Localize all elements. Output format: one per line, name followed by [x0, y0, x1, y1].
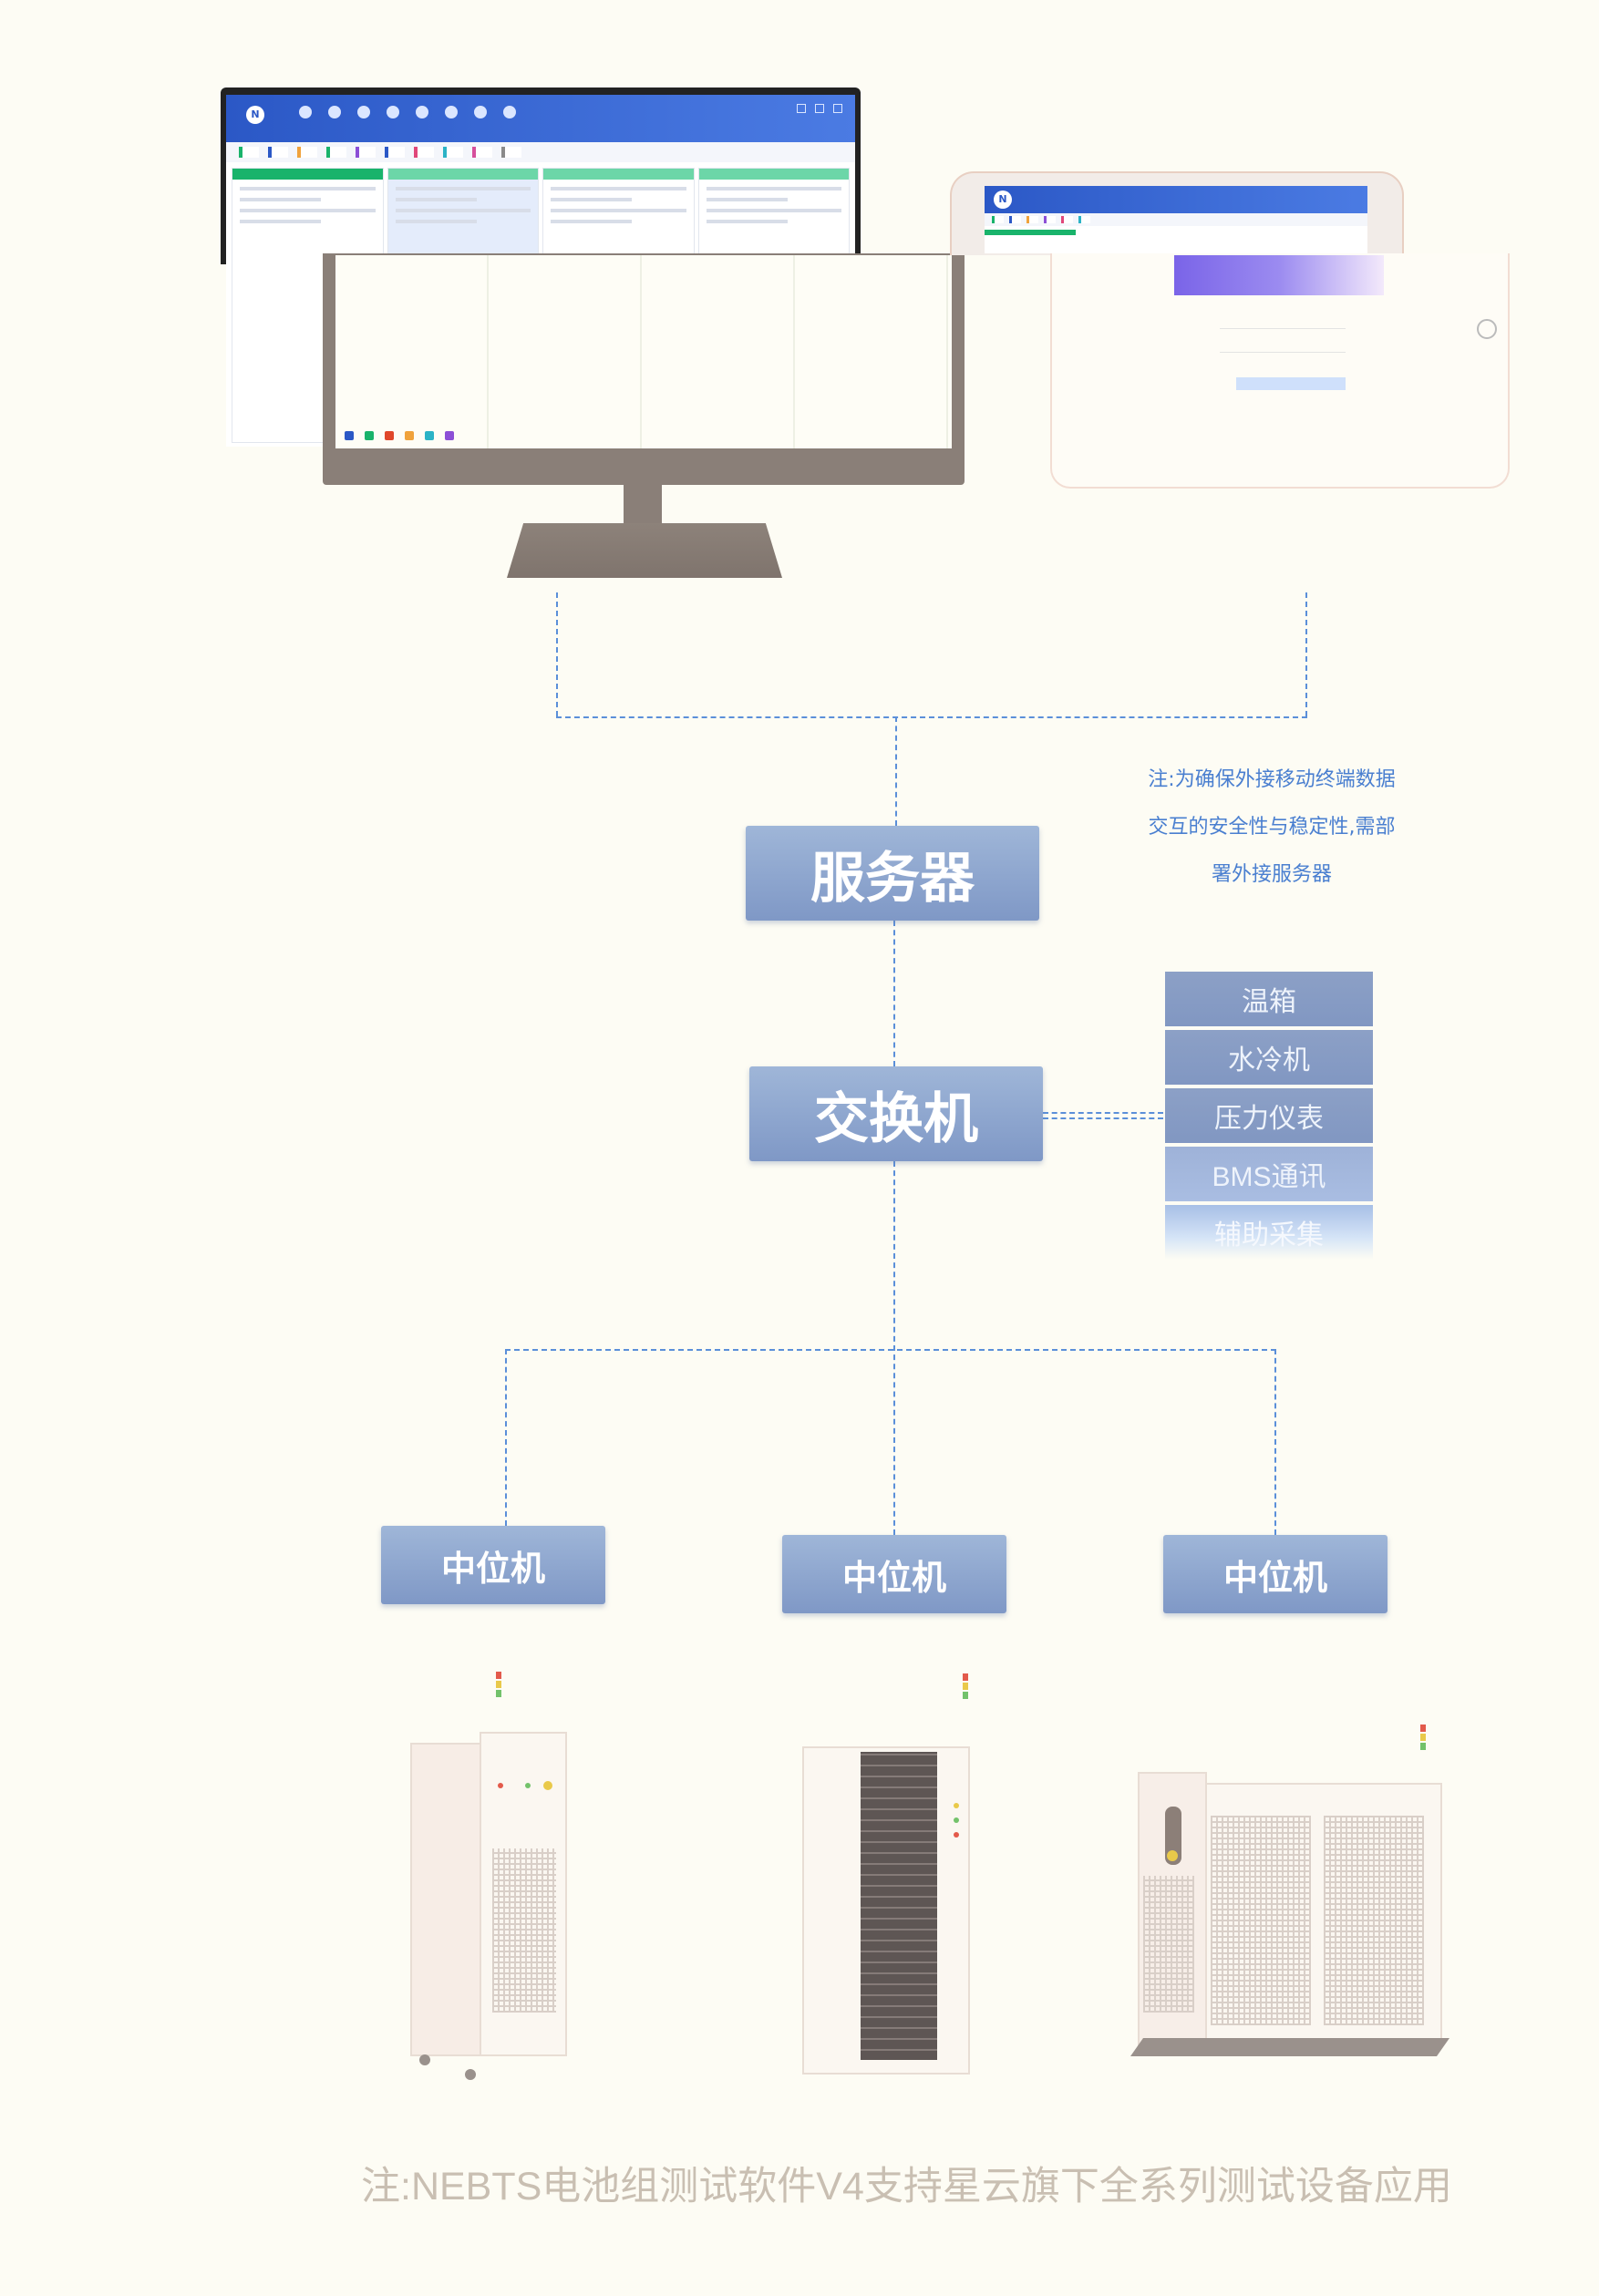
server-note-line: 注:为确保外接移动终端数据: [1148, 768, 1396, 791]
toolbar-chip[interactable]: [414, 147, 434, 158]
nav-icon[interactable]: [357, 106, 370, 118]
toolbar-chip[interactable]: [239, 147, 259, 158]
tablet-toolbar: [985, 213, 1367, 226]
server-box: 服务器: [746, 826, 1039, 921]
app-header: N: [226, 95, 855, 142]
nav-icon[interactable]: [445, 106, 458, 118]
app-logo: N: [994, 190, 1012, 209]
nav-icon[interactable]: [387, 106, 399, 118]
password-field[interactable]: [1220, 339, 1346, 353]
toolbar-chip[interactable]: [356, 147, 376, 158]
tower-light-icon: [963, 1673, 968, 1681]
vent-grille: [1211, 1816, 1311, 2025]
channel-card[interactable]: [542, 168, 695, 443]
tablet-channel-header: [985, 230, 1076, 235]
connector: [505, 1349, 1276, 1351]
window-controls: [797, 104, 842, 113]
vent-grille: [492, 1848, 556, 2013]
taskbar-icon[interactable]: [425, 431, 434, 440]
peripheral-device-list: 温箱 水冷机 压力仪表 BMS通讯 辅助采集: [1165, 972, 1373, 1263]
connector: [1274, 1349, 1276, 1535]
toolbar-chip[interactable]: [385, 147, 405, 158]
switch-box: 交换机: [749, 1066, 1043, 1161]
test-cabinet: [410, 1668, 567, 2096]
server-note-line: 交互的安全性与稳定性,需部: [1148, 816, 1396, 839]
tower-light-icon: [496, 1672, 501, 1679]
connector: [556, 716, 1307, 718]
taskbar-icon[interactable]: [445, 431, 454, 440]
username-field[interactable]: [1220, 315, 1346, 329]
maximize-icon[interactable]: [815, 104, 824, 113]
nav-icon[interactable]: [474, 106, 487, 118]
channel-header: [698, 169, 849, 180]
taskbar-icon[interactable]: [365, 431, 374, 440]
device-item: 辅助采集: [1165, 1205, 1373, 1260]
footnote: 注:NEBTS电池组测试软件V4支持星云旗下全系列测试设备应用: [361, 2165, 1452, 2208]
connector: [1043, 1117, 1163, 1119]
tower-light-icon: [1420, 1725, 1426, 1732]
toolbar-chip[interactable]: [443, 147, 463, 158]
device-item: 压力仪表: [1165, 1088, 1373, 1143]
test-cabinet: [1130, 1723, 1449, 2069]
channel-header: [387, 169, 538, 180]
mid-computer-box: 中位机: [381, 1526, 605, 1604]
app-logo: N: [246, 106, 264, 124]
toolbar-chip[interactable]: [501, 147, 521, 158]
connector: [556, 592, 558, 716]
toolbar-chip[interactable]: [268, 147, 288, 158]
device-item: BMS通讯: [1165, 1147, 1373, 1201]
taskbar: [335, 428, 961, 443]
mid-computer-box: 中位机: [1163, 1535, 1388, 1613]
channel-body: [232, 180, 383, 238]
login-banner: [1174, 255, 1384, 295]
connector: [893, 1161, 895, 1535]
toolbar-chip[interactable]: [472, 147, 492, 158]
monitor-stand-base: [507, 523, 782, 578]
close-icon[interactable]: [833, 104, 842, 113]
app-toolbar: [226, 142, 855, 162]
login-button[interactable]: [1236, 377, 1346, 390]
monitor-screen-lower: [335, 255, 952, 448]
toolbar-chip[interactable]: [326, 147, 346, 158]
vent-grille: [1143, 1876, 1194, 2013]
nav-icon[interactable]: [328, 106, 341, 118]
server-note: 注:为确保外接移动终端数据 交互的安全性与稳定性,需部 署外接服务器: [1112, 757, 1431, 899]
tablet-screen: N: [985, 186, 1367, 253]
channel-body: [543, 180, 694, 238]
channel-body: [699, 180, 850, 238]
app-nav: [299, 106, 516, 118]
connector: [895, 716, 897, 826]
server-note-line: 署外接服务器: [1211, 863, 1332, 886]
channel-header: [543, 169, 694, 180]
connector: [505, 1349, 507, 1526]
toolbar-chip[interactable]: [297, 147, 317, 158]
tablet-home-button[interactable]: [1477, 319, 1497, 339]
connector: [1043, 1112, 1163, 1114]
battery-module-rack: [861, 1752, 937, 2060]
connector: [893, 921, 895, 1066]
cabinet-side: [410, 1743, 483, 2056]
taskbar-icon[interactable]: [385, 431, 394, 440]
tablet-app-header: N: [985, 186, 1367, 213]
taskbar-icon[interactable]: [345, 431, 354, 440]
nav-icon[interactable]: [299, 106, 312, 118]
mid-computer-box: 中位机: [782, 1535, 1006, 1613]
channel-header: [232, 169, 383, 180]
cabinet-base: [1130, 2038, 1449, 2056]
device-item: 温箱: [1165, 972, 1373, 1026]
device-item: 水冷机: [1165, 1030, 1373, 1085]
test-cabinet: [802, 1668, 975, 2087]
nav-icon[interactable]: [416, 106, 428, 118]
connector: [1305, 592, 1307, 716]
taskbar-icon[interactable]: [405, 431, 414, 440]
minimize-icon[interactable]: [797, 104, 806, 113]
vent-grille: [1324, 1816, 1424, 2025]
nav-icon[interactable]: [503, 106, 516, 118]
